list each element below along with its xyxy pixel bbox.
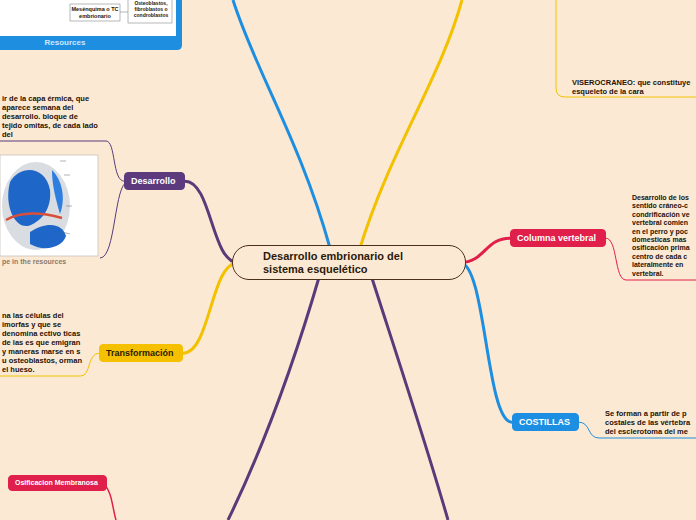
image-pointer <box>62 232 70 234</box>
embryo-somite <box>52 170 63 214</box>
topic-text: Columna vertebral <box>517 233 599 243</box>
panel-title: Resources <box>30 38 100 48</box>
topic-text: COSTILLAS <box>519 417 572 427</box>
branch-connector <box>183 263 238 354</box>
table-cell <box>128 0 172 23</box>
branch-connector <box>185 181 238 262</box>
topic-box: Transformación <box>99 344 183 362</box>
note-text: VISEROCRANEO: que constituye esqueleto d… <box>572 78 694 96</box>
image-pointer <box>60 161 66 162</box>
topic-text: Transformación <box>106 348 176 358</box>
note-text: na las células del imorfas y que se deno… <box>2 311 82 374</box>
topic-box: Columna vertebral <box>510 229 606 247</box>
note-text: Desarrollo de los sentido cráneo-c condr… <box>632 194 695 278</box>
note-text: Se forman a partir de p costales de las … <box>605 409 694 436</box>
topic-text: Desarrollo embrionario del sistema esque… <box>263 250 445 275</box>
table-cell-text: Osteoblastos, fibroblastos o condroblast… <box>130 0 172 18</box>
embryo-somite <box>30 225 66 248</box>
branch-line <box>233 0 330 248</box>
table-cell-text: Mesénquima o TC embrionario <box>71 6 119 19</box>
embryo-band <box>6 214 62 220</box>
embryo-somite <box>8 170 50 226</box>
topic-text: Desarrollo <box>131 176 178 186</box>
topic-box: Osificacion Membranosa <box>8 475 107 491</box>
leader-line <box>0 141 124 181</box>
note-text: ir de la capa érmica, que aparece semana… <box>2 94 98 139</box>
table-arrow <box>120 12 128 13</box>
image-caption: pe in the resources <box>2 258 98 266</box>
branch-connector <box>460 238 510 262</box>
resources-panel <box>0 0 182 50</box>
resources-table <box>0 0 176 36</box>
branch-line <box>370 272 448 520</box>
branch-line <box>228 274 320 520</box>
branch-line <box>360 0 462 248</box>
branch-connector <box>460 263 512 423</box>
image-pointer <box>64 175 70 176</box>
table-cell <box>70 4 120 21</box>
topic-box: Desarrollo <box>124 172 185 190</box>
image-pointer <box>66 206 72 207</box>
topic-box: COSTILLAS <box>512 413 579 431</box>
leader-line <box>556 0 696 97</box>
image-frame <box>0 155 98 256</box>
leader-line <box>100 182 128 258</box>
central-topic: Desarrollo embrionario del sistema esque… <box>232 245 466 280</box>
embryo-outline <box>2 162 70 250</box>
topic-text: Osificacion Membranosa <box>15 479 100 487</box>
